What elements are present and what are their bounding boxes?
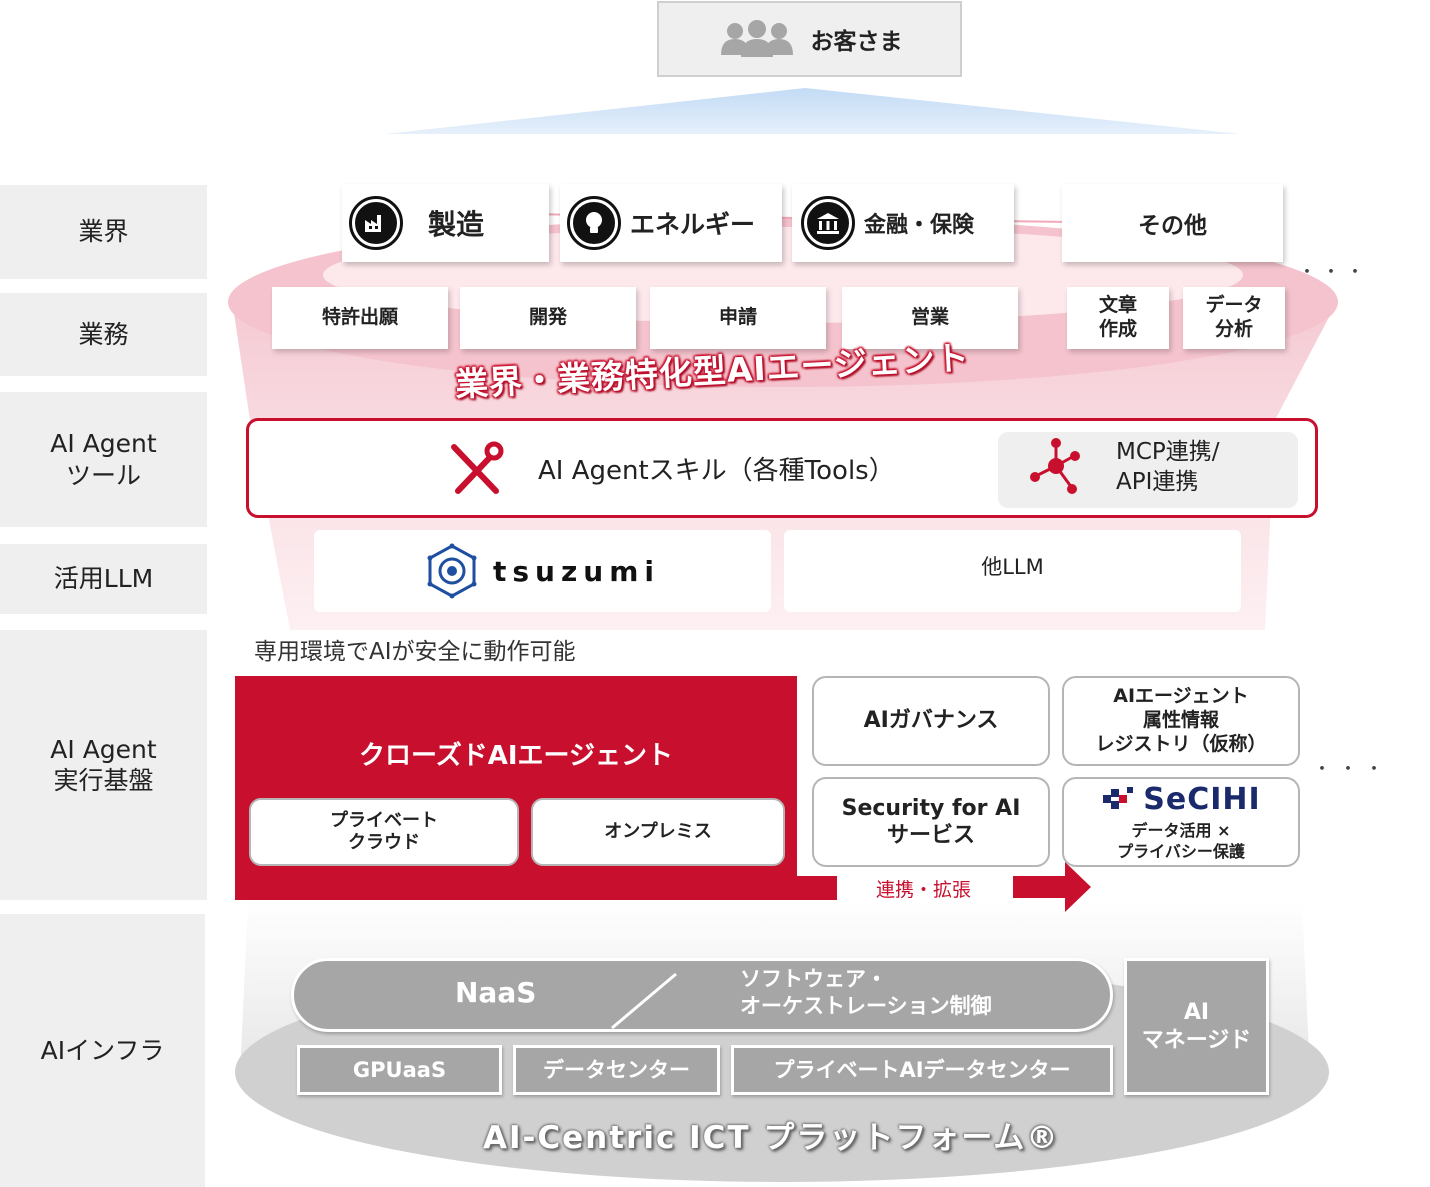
row-label-agent-tool: AI Agent ツール (0, 392, 207, 527)
industry-card-energy: エネルギー (560, 184, 782, 262)
mcp-api-label: MCP連携/ API連携 (1116, 439, 1220, 495)
row-label-infra: AIインフラ (0, 914, 205, 1187)
extension-ellipsis: ・・・ (1313, 759, 1391, 780)
secihi-logo-text: SeCIHI (1143, 782, 1261, 818)
industry-label: エネルギー (630, 210, 756, 239)
row-label-business: 業務 (0, 293, 207, 376)
industry-ellipsis: ・・・ (1298, 262, 1370, 283)
private-ai-datacenter-box: プライベートAIデータセンター (731, 1045, 1113, 1095)
task-development: 開発 (460, 287, 636, 349)
datacenter-box: データセンター (513, 1045, 720, 1095)
divider-slash (611, 972, 677, 1030)
tools-icon (451, 441, 504, 494)
naas-orchestration-bar (291, 958, 1113, 1032)
row-label-agent-platform: AI Agent 実行基盤 (0, 630, 207, 900)
ai-managed-box: AI マネージド (1124, 958, 1269, 1095)
task-patent: 特許出願 (272, 287, 448, 349)
factory-icon (349, 196, 403, 250)
industry-label: 製造 (428, 208, 485, 241)
link-label: 連携・拡張 (876, 879, 972, 901)
row-label-industry: 業界 (0, 185, 207, 279)
arrow-right-icon (1013, 862, 1091, 912)
safe-environment-caption: 専用環境でAIが安全に動作可能 (254, 639, 576, 665)
security-for-ai-box: Security for AI サービス (812, 777, 1050, 867)
customer-spread (385, 88, 1240, 134)
row-label-llm: 活用LLM (0, 544, 207, 614)
secihi-logo-mark (1103, 787, 1134, 810)
orchestration-label: ソフトウェア・ オーケストレーション制御 (740, 967, 992, 1019)
lightbulb-icon (567, 196, 621, 250)
secihi-description: データ活用 × プライバシー保護 (1117, 820, 1245, 861)
secihi-box: SeCIHI データ活用 × プライバシー保護 (1062, 777, 1300, 867)
industry-card-manufacturing: 製造 (342, 184, 549, 262)
people-icon (720, 20, 793, 57)
other-llm-label: 他LLM (981, 555, 1044, 579)
closed-agent-title: クローズドAIエージェント (359, 741, 673, 771)
industry-label: 金融・保険 (864, 213, 975, 238)
tsuzumi-logo (427, 543, 477, 599)
naas-label: NaaS (455, 976, 537, 1009)
customer-box: お客さま (657, 1, 962, 77)
task-sales: 営業 (842, 287, 1018, 349)
platform-title: AI-Centric ICT プラットフォーム® (483, 1120, 1060, 1156)
task-data-analysis: データ 分析 (1183, 287, 1285, 349)
network-hub-icon (1030, 438, 1080, 494)
agent-registry-box: AIエージェント 属性情報 レジストリ（仮称） (1062, 676, 1300, 766)
agent-skills-label: AI Agentスキル（各種Tools） (538, 456, 895, 486)
llm-tsuzumi-box: tsuzumi (314, 530, 771, 612)
on-premise-option: オンプレミス (531, 798, 785, 866)
bank-icon (801, 196, 855, 250)
private-cloud-option: プライベート クラウド (249, 798, 519, 866)
tsuzumi-label: tsuzumi (493, 554, 660, 588)
industry-label: その他 (1138, 213, 1207, 239)
industry-card-finance: 金融・保険 (792, 184, 1014, 262)
llm-other-box: 他LLM (784, 530, 1241, 612)
task-application: 申請 (650, 287, 826, 349)
ai-governance-box: AIガバナンス (812, 676, 1050, 766)
gpuaas-box: GPUaaS (297, 1045, 502, 1095)
link-bar (797, 876, 837, 900)
industry-card-other: その他 (1062, 184, 1283, 262)
task-writing: 文章 作成 (1067, 287, 1169, 349)
closed-agent-panel (235, 676, 797, 900)
customer-label: お客さま (810, 29, 903, 55)
